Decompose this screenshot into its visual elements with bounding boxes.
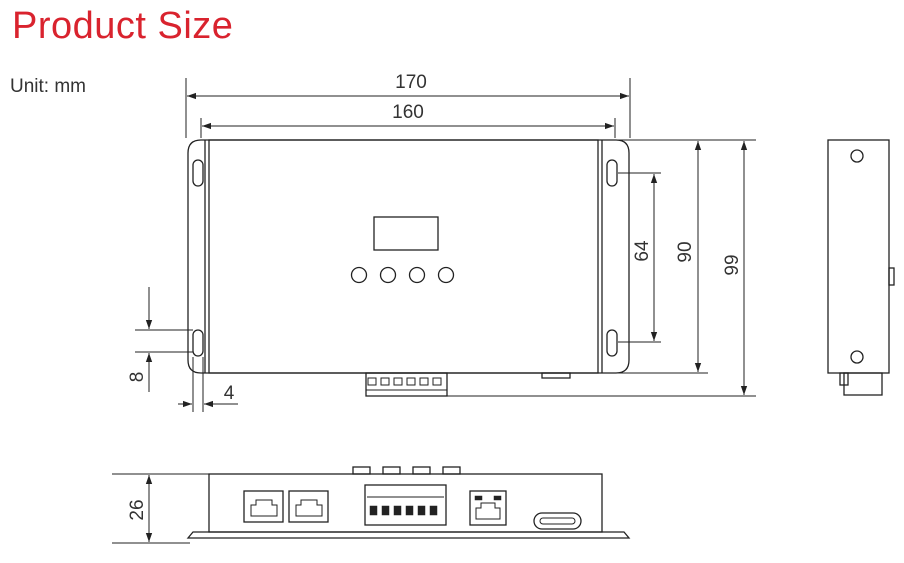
dim-overall-height: 99: [722, 254, 743, 275]
terminal-connector: [364, 484, 447, 526]
dim-slot-width: 4: [224, 383, 235, 404]
side-housing: [827, 139, 890, 374]
bottom-tab: [541, 372, 571, 379]
side-terminal: [843, 372, 883, 396]
dim-slot-length: 8: [127, 372, 148, 383]
mounting-flange: [187, 139, 630, 374]
bottom-dimensions: [112, 473, 209, 544]
button-1: [350, 266, 368, 284]
side-hole-bottom: [850, 350, 864, 364]
sd-card-slot: [533, 512, 582, 530]
base-plate: [186, 531, 631, 539]
side-view: [827, 139, 895, 396]
dim-thickness: 26: [127, 499, 148, 520]
button-2: [379, 266, 397, 284]
side-hole-top: [850, 149, 864, 163]
display-window: [373, 216, 439, 251]
mounting-slot-top-right: [606, 159, 618, 187]
mounting-slot-top-left: [192, 159, 204, 187]
dim-overall-width: 170: [395, 72, 427, 93]
unit-label: Unit: mm: [10, 76, 86, 97]
dim-body-height: 90: [675, 241, 696, 262]
bottom-housing: [208, 473, 603, 533]
bottom-view: [186, 466, 631, 539]
front-view: [187, 139, 630, 397]
button-3: [408, 266, 426, 284]
rj45-port-3: [469, 490, 507, 526]
housing-body: [208, 139, 599, 374]
rj45-port-2: [288, 490, 329, 523]
button-4: [437, 266, 455, 284]
terminal-block: [365, 372, 448, 397]
front-dimensions: [135, 78, 756, 412]
rj45-port-1: [243, 490, 284, 523]
page-title: Product Size: [12, 5, 234, 47]
dim-hole-spacing: 64: [632, 240, 653, 262]
mounting-slot-bottom-left: [192, 329, 204, 357]
mounting-slot-bottom-right: [606, 329, 618, 357]
dim-mounting-width: 160: [392, 102, 424, 123]
